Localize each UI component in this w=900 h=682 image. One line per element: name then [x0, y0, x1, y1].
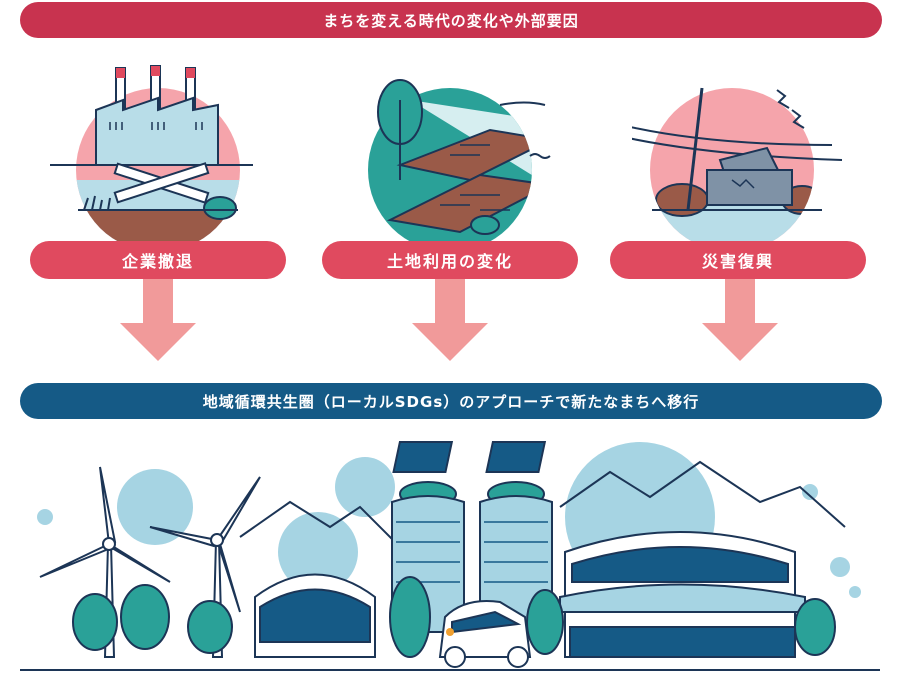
disaster-recovery-icon: [632, 87, 843, 250]
top-banner: まちを変える時代の変化や外部要因: [20, 2, 882, 38]
factor-pill-disaster: 災害復興: [610, 241, 866, 279]
sustainable-city-icon: [20, 441, 880, 671]
farmland-change-icon: [368, 79, 551, 250]
bottom-banner: 地域循環共生圏（ローカルSDGs）のアプローチで新たなまちへ移行: [20, 383, 882, 419]
down-arrow-icon: [120, 279, 196, 361]
factor-label: 土地利用の変化: [386, 252, 513, 271]
down-arrow-icon: [412, 279, 488, 361]
top-banner-text: まちを変える時代の変化や外部要因: [323, 11, 579, 30]
factory-demolition-icon: [50, 65, 253, 250]
factor-label: 企業撤退: [121, 252, 194, 271]
down-arrow-icon: [702, 279, 778, 361]
factor-pill-withdrawal: 企業撤退: [30, 241, 286, 279]
factor-pill-land-use: 土地利用の変化: [322, 241, 578, 279]
bottom-banner-text: 地域循環共生圏（ローカルSDGs）のアプローチで新たなまちへ移行: [202, 392, 700, 411]
factor-label: 災害復興: [701, 252, 774, 271]
